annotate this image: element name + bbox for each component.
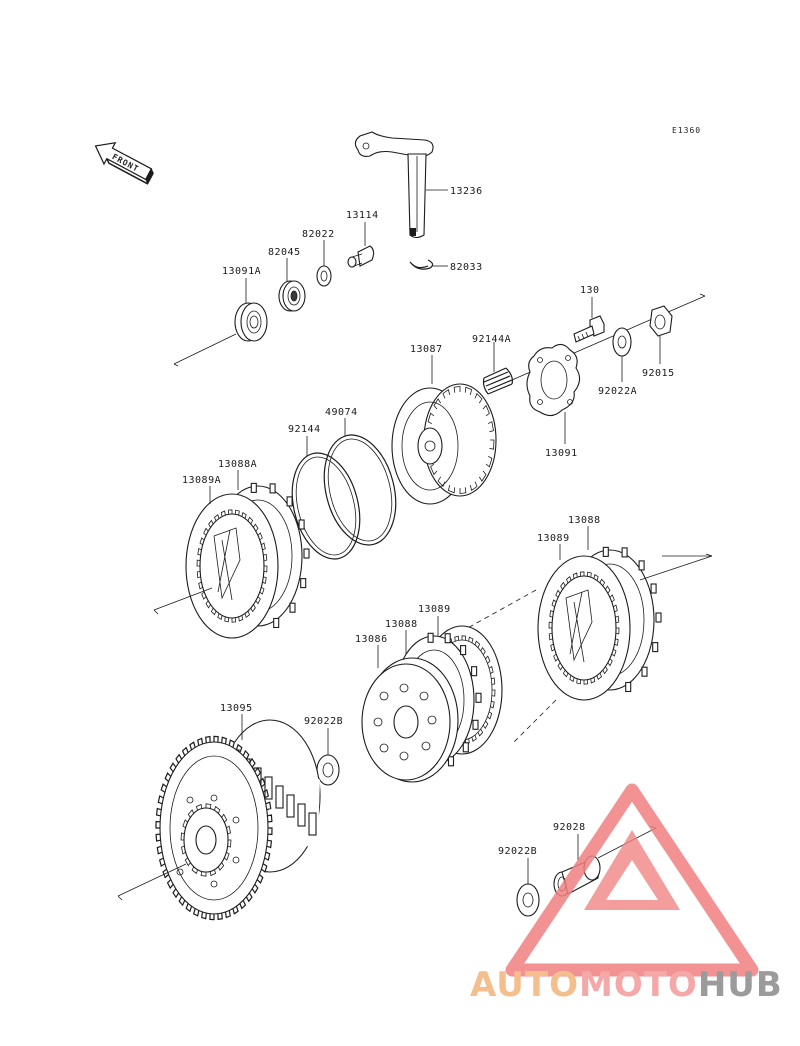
- pin-13114: [347, 245, 375, 268]
- washer-92022B-lower: [516, 883, 540, 917]
- nut-92015: [649, 305, 673, 337]
- steel-plate-13089-top: [537, 555, 631, 701]
- lifter-plate-13091: [526, 343, 581, 417]
- label-13236: 13236: [450, 186, 483, 197]
- washer-92022A: [612, 327, 632, 357]
- label-13088-top: 13088: [568, 515, 601, 526]
- clutch-hub-13087: [391, 383, 497, 505]
- label-13087: 13087: [410, 344, 443, 355]
- label-92022A: 92022A: [598, 386, 637, 397]
- label-13089-top: 13089: [537, 533, 570, 544]
- spring-washer-92144: [291, 452, 361, 560]
- label-82033: 82033: [450, 262, 483, 273]
- label-92022B-lower: 92022B: [498, 846, 537, 857]
- front-arrow-icon: FRONT: [94, 142, 154, 185]
- circlip-82033: [409, 259, 434, 270]
- label-13095: 13095: [220, 703, 253, 714]
- reference-code: E1360: [672, 126, 701, 135]
- clutch-housing-13095: [155, 719, 321, 921]
- svg-text:AUTOMOTOHUB: AUTOMOTOHUB: [470, 965, 783, 1005]
- label-13089A: 13089A: [182, 475, 221, 486]
- watermark-auto: AUTO: [470, 965, 579, 1005]
- washer-82022: [316, 265, 332, 287]
- label-13088A: 13088A: [218, 459, 257, 470]
- pressure-plate-13086: [361, 657, 459, 783]
- label-13091A: 13091A: [222, 266, 261, 277]
- watermark-triangle-icon: [505, 783, 759, 977]
- label-13086: 13086: [355, 634, 388, 645]
- label-13088-mid: 13088: [385, 619, 418, 630]
- label-13091: 13091: [545, 448, 578, 459]
- label-92022B-upper: 92022B: [304, 716, 343, 727]
- spring-ring-49074: [323, 434, 397, 546]
- label-13089-mid: 13089: [418, 604, 451, 615]
- label-92144A: 92144A: [472, 334, 511, 345]
- washer-92022B-upper: [316, 754, 340, 786]
- label-130: 130: [580, 285, 600, 296]
- watermark-moto: MOTO: [579, 965, 698, 1005]
- label-92015: 92015: [642, 368, 675, 379]
- label-92144: 92144: [288, 424, 321, 435]
- watermark-hub: HUB: [698, 965, 783, 1005]
- label-92028: 92028: [553, 822, 586, 833]
- label-13114: 13114: [346, 210, 379, 221]
- spring-92144A: [482, 367, 513, 395]
- oil-seal-13091A: [234, 302, 268, 342]
- steel-plate-13089A: [185, 493, 279, 639]
- automotohub-watermark: AUTOMOTOHUB: [470, 783, 783, 1005]
- label-82045: 82045: [268, 247, 301, 258]
- label-49074: 49074: [325, 407, 358, 418]
- release-shaft-13236: [354, 131, 434, 239]
- bearing-82045: [278, 280, 306, 312]
- bolt-130: [573, 315, 605, 343]
- label-82022: 82022: [302, 229, 335, 240]
